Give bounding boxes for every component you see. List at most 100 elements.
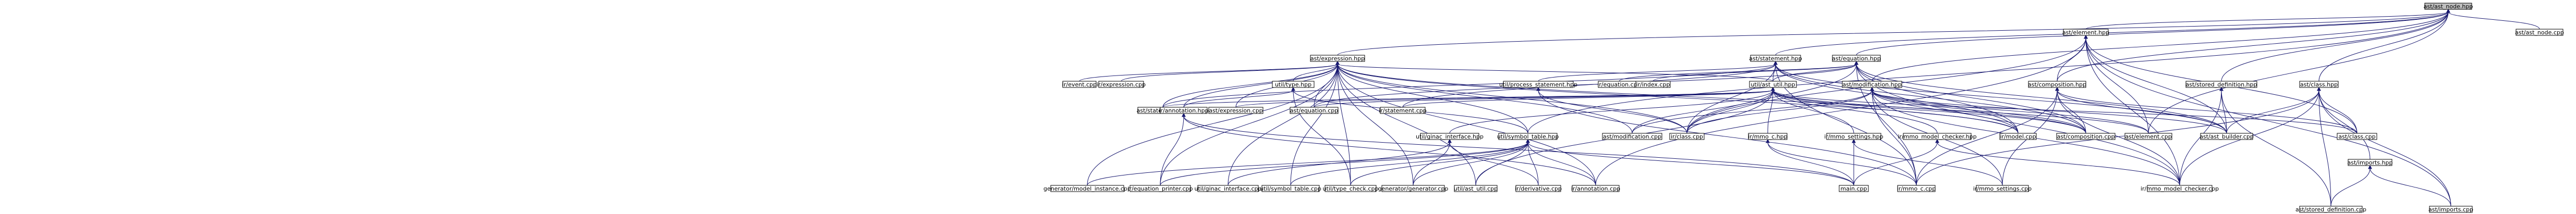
file-node[interactable]: generator/generator.cpp	[1378, 185, 1449, 192]
dependency-edge	[2148, 8, 2450, 134]
file-node[interactable]: util/symbol_table.hpp	[1497, 133, 1559, 140]
dependency-edge	[1872, 8, 2450, 82]
node-label: ir/index.cpp	[1636, 81, 1670, 88]
node-label: util/ginac_interface.hpp	[1416, 133, 1484, 140]
file-node[interactable]: ir/model.cpp	[1999, 133, 2037, 140]
dependency-edge	[1183, 86, 1295, 108]
node-box	[1976, 185, 2029, 192]
node-label: ast/imports.cpp	[2428, 206, 2473, 213]
file-node[interactable]: ir/equation.cpp	[1597, 81, 1641, 88]
file-node[interactable]: main.cpp	[1839, 185, 1869, 192]
file-node[interactable]: ast/composition.cpp	[2056, 133, 2116, 140]
node-box	[1290, 107, 1339, 114]
file-node[interactable]: util/type_check.cpp	[1323, 185, 1379, 192]
dependency-edge	[1771, 86, 2086, 134]
node-label: ast/equation.hpp	[1832, 55, 1880, 62]
file-node[interactable]: ast/modification.hpp	[1842, 81, 1902, 88]
node-box	[2337, 133, 2377, 140]
file-node[interactable]: ast/statement.hpp	[1749, 55, 1802, 62]
node-label: ir/annotation.cpp	[1571, 185, 1620, 192]
file-node[interactable]: ir/index.cpp	[1635, 81, 1671, 88]
root-node[interactable]: ast/ast_node.hpp	[2424, 3, 2473, 10]
file-node[interactable]: util/type.hpp	[1272, 81, 1315, 88]
file-node[interactable]: util/ginac_interface.cpp	[1195, 185, 1262, 192]
file-node[interactable]: ir/expression.cpp	[1097, 81, 1146, 88]
node-label: ast/composition.hpp	[2028, 81, 2086, 88]
file-node[interactable]: util/symbol_table.cpp	[1260, 185, 1321, 192]
dependency-edge	[1852, 139, 2003, 186]
node-label: ast/ast_builder.cpp	[2200, 133, 2254, 140]
file-node[interactable]: ast/equation.cpp	[1290, 107, 1339, 114]
file-node[interactable]: ir/mmo_c.cpp	[1897, 185, 1936, 192]
dependency-edge	[1766, 139, 1917, 186]
file-node[interactable]: ast/composition.hpp	[2028, 81, 2086, 88]
node-box	[1050, 185, 1124, 192]
file-node[interactable]: ast/imports.hpp	[2348, 159, 2393, 166]
file-node[interactable]: ir/event.cpp	[1062, 81, 1097, 88]
node-box	[2299, 81, 2339, 88]
dependency-edge	[1413, 139, 1530, 186]
file-node[interactable]: ast/ast_node.cpp	[2515, 29, 2564, 36]
node-label: generator/generator.cpp	[1378, 185, 1449, 192]
node-box	[1160, 107, 1208, 114]
file-node[interactable]: ast/ast_builder.cpp	[2200, 133, 2254, 140]
file-node[interactable]: ast/class.hpp	[2299, 81, 2339, 88]
file-node[interactable]: util/ast_util.hpp	[1749, 81, 1797, 88]
node-label: util/type_check.cpp	[1323, 185, 1379, 192]
file-node[interactable]: ir/class.cpp	[1669, 133, 1705, 140]
node-box	[2056, 133, 2116, 140]
file-node[interactable]: ast/equation.hpp	[1832, 55, 1881, 62]
file-node[interactable]: ast/stored_definition.cpp	[2295, 206, 2366, 213]
file-node[interactable]: ast/modification.cpp	[1602, 133, 1662, 140]
file-node[interactable]: ast/class.cpp	[2337, 133, 2377, 140]
dependency-edge	[1526, 139, 1854, 186]
dependency-edge	[1773, 60, 2227, 134]
dependency-edge	[1182, 112, 1854, 186]
file-node[interactable]: ir/mmo_settings.cpp	[1973, 185, 2032, 192]
node-label: ir/equation.cpp	[1597, 81, 1641, 88]
node-box	[1310, 55, 1365, 62]
file-node[interactable]: ast/element.cpp	[2124, 133, 2172, 140]
dependency-edge	[1335, 60, 1773, 82]
file-node[interactable]: util/process_statement.hpp	[1499, 81, 1577, 88]
file-node[interactable]: ir/equation_printer.cpp	[1128, 185, 1193, 192]
file-node[interactable]: ir/mmo_model_checker.hpp	[1898, 133, 1977, 140]
dependency-edge	[1771, 86, 2358, 134]
dependency-edge	[1536, 86, 1917, 186]
file-node[interactable]: ast/stored_definition.hpp	[2185, 81, 2257, 88]
node-label: util/process_statement.hpp	[1499, 81, 1577, 88]
node-box	[1129, 185, 1191, 192]
node-box	[1272, 81, 1315, 88]
file-node[interactable]: ir/mmo_c.hpp	[1748, 133, 1788, 140]
file-node[interactable]: ast/imports.cpp	[2428, 206, 2473, 213]
node-label: ast/modification.cpp	[1603, 133, 1661, 140]
file-node[interactable]: ast/element.hpp	[2062, 29, 2109, 36]
dependency-edge	[1526, 139, 1539, 186]
node-box	[1839, 185, 1869, 192]
file-node[interactable]: ir/derivative.cpp	[1515, 185, 1562, 192]
file-node[interactable]: ir/annotation.cpp	[1571, 185, 1620, 192]
file-node[interactable]: util/ast_util.cpp	[1454, 185, 1498, 192]
node-label: ir/mmo_model_checker.hpp	[1898, 133, 1976, 140]
node-label: ast/expression.hpp	[1310, 55, 1365, 62]
dependency-edge	[2084, 34, 2451, 207]
file-node[interactable]: ir/annotation.hpp	[1159, 107, 1209, 114]
file-node[interactable]: ir/statement.cpp	[1379, 107, 1427, 114]
dependency-edge	[1619, 60, 1858, 82]
dependency-edge	[1335, 60, 2019, 134]
node-label: util/ast_util.cpp	[1454, 185, 1498, 192]
node-box	[1325, 185, 1377, 192]
file-node[interactable]: ir/mmo_model_checker.cpp	[2141, 185, 2219, 192]
file-node[interactable]: ast/expression.hpp	[1310, 55, 1365, 62]
file-node[interactable]: util/ginac_interface.hpp	[1416, 133, 1484, 140]
dependency-edge	[1160, 60, 1340, 186]
node-box	[1749, 81, 1797, 88]
edges-layer	[1079, 8, 2540, 207]
file-node[interactable]: ast/expression.cpp	[1208, 107, 1263, 114]
node-label: ir/expression.cpp	[1097, 81, 1146, 88]
dependency-edge	[1335, 60, 1351, 186]
file-node[interactable]: ir/mmo_settings.hpp	[1824, 133, 1884, 140]
file-node[interactable]: generator/model_instance.cpp	[1043, 185, 1131, 192]
node-box	[1420, 133, 1479, 140]
dependency-edge	[1290, 60, 1340, 186]
